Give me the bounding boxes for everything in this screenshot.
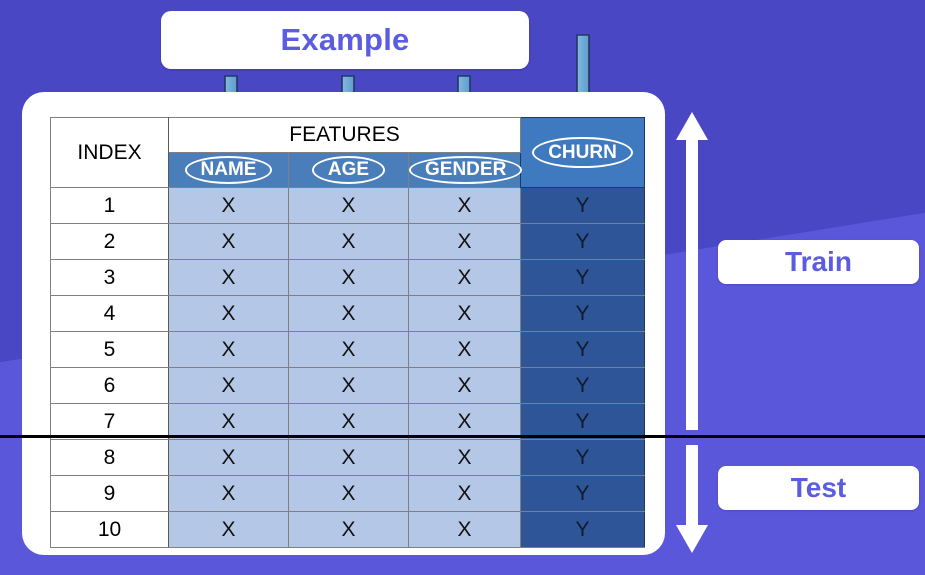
- gender-pill-label: GENDER: [409, 156, 523, 184]
- cell-age: X: [288, 259, 409, 296]
- cell-age: X: [288, 223, 409, 260]
- header-features: FEATURES: [168, 117, 521, 153]
- cell-age: X: [288, 187, 409, 224]
- header-churn: CHURN: [520, 117, 645, 188]
- table-row: 9 X X X Y: [50, 475, 645, 512]
- table-row: 3 X X X Y: [50, 259, 645, 296]
- table-row: 5 X X X Y: [50, 331, 645, 368]
- name-pill-label: NAME: [184, 156, 273, 184]
- header-index: INDEX: [50, 117, 169, 188]
- cell-churn: Y: [520, 223, 645, 260]
- cell-age: X: [288, 475, 409, 512]
- cell-age: X: [288, 403, 409, 440]
- cell-gender: X: [408, 403, 521, 440]
- table-row: 6 X X X Y: [50, 367, 645, 404]
- header-gender: GENDER: [408, 152, 523, 188]
- cell-gender: X: [408, 331, 521, 368]
- cell-index: 5: [50, 331, 169, 368]
- train-label-box: Train: [718, 240, 919, 284]
- cell-index: 7: [50, 403, 169, 440]
- train-range-up-arrow-icon: [674, 110, 710, 432]
- cell-churn: Y: [520, 259, 645, 296]
- churn-pill-label: CHURN: [532, 136, 633, 169]
- table-row: 1 X X X Y: [50, 187, 645, 224]
- cell-name: X: [168, 295, 289, 332]
- cell-name: X: [168, 403, 289, 440]
- cell-name: X: [168, 223, 289, 260]
- cell-index: 9: [50, 475, 169, 512]
- cell-churn: Y: [520, 403, 645, 440]
- cell-index: 1: [50, 187, 169, 224]
- cell-gender: X: [408, 367, 521, 404]
- cell-index: 2: [50, 223, 169, 260]
- table-row: 8 X X X Y: [50, 439, 645, 476]
- table-row: 10 X X X Y: [50, 511, 645, 548]
- cell-gender: X: [408, 511, 521, 548]
- cell-gender: X: [408, 259, 521, 296]
- cell-gender: X: [408, 295, 521, 332]
- table-row: 2 X X X Y: [50, 223, 645, 260]
- cell-index: 6: [50, 367, 169, 404]
- age-pill-label: AGE: [311, 156, 386, 184]
- dataset-table-wrapper: INDEX FEATURES CHURN NAME AGE GENDER: [50, 117, 645, 548]
- cell-name: X: [168, 511, 289, 548]
- cell-age: X: [288, 331, 409, 368]
- cell-gender: X: [408, 475, 521, 512]
- header-name: NAME: [168, 152, 289, 188]
- cell-age: X: [288, 295, 409, 332]
- cell-name: X: [168, 439, 289, 476]
- cell-index: 4: [50, 295, 169, 332]
- cell-name: X: [168, 259, 289, 296]
- table-body: 1 X X X Y 2 X X X Y 3 X X X: [50, 187, 645, 548]
- table-head: INDEX FEATURES CHURN NAME AGE GENDER: [50, 117, 645, 188]
- cell-churn: Y: [520, 295, 645, 332]
- cell-age: X: [288, 511, 409, 548]
- cell-churn: Y: [520, 331, 645, 368]
- cell-index: 10: [50, 511, 169, 548]
- header-age: AGE: [288, 152, 409, 188]
- example-callout-box: Example: [161, 11, 529, 69]
- example-label: Example: [280, 22, 410, 57]
- cell-name: X: [168, 187, 289, 224]
- table-row: 7 X X X Y: [50, 403, 645, 440]
- cell-age: X: [288, 439, 409, 476]
- test-label: Test: [790, 472, 847, 503]
- cell-churn: Y: [520, 511, 645, 548]
- table-head-row-top: INDEX FEATURES CHURN: [50, 117, 645, 188]
- cell-name: X: [168, 331, 289, 368]
- cell-churn: Y: [520, 367, 645, 404]
- cell-churn: Y: [520, 475, 645, 512]
- cell-name: X: [168, 475, 289, 512]
- train-label: Train: [785, 246, 852, 277]
- cell-gender: X: [408, 439, 521, 476]
- test-label-box: Test: [718, 466, 919, 510]
- test-range-down-arrow-icon: [674, 443, 710, 555]
- cell-age: X: [288, 367, 409, 404]
- cell-index: 8: [50, 439, 169, 476]
- table-head-row-sub: NAME AGE GENDER: [51, 152, 645, 188]
- cell-churn: Y: [520, 439, 645, 476]
- dataset-table: INDEX FEATURES CHURN NAME AGE GENDER: [50, 117, 645, 548]
- cell-gender: X: [408, 187, 521, 224]
- cell-name: X: [168, 367, 289, 404]
- cell-index: 3: [50, 259, 169, 296]
- train-test-split-line: [0, 435, 925, 438]
- cell-churn: Y: [520, 187, 645, 224]
- table-row: 4 X X X Y: [50, 295, 645, 332]
- cell-gender: X: [408, 223, 521, 260]
